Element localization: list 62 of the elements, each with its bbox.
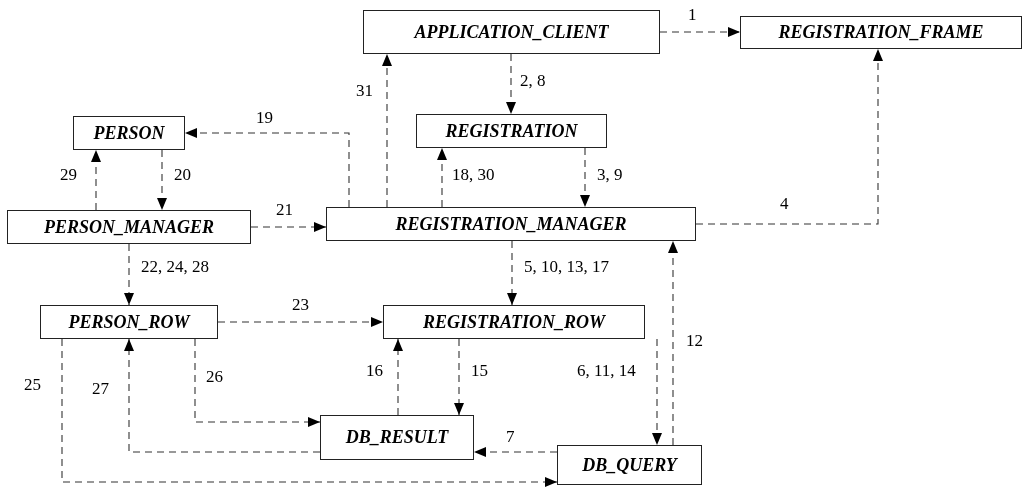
class-box [40, 305, 218, 339]
edge-label: 18, 30 [452, 166, 495, 184]
edge-label: 4 [780, 195, 789, 213]
dashed-arrow [473, 447, 558, 457]
edge-label: 2, 8 [520, 72, 546, 90]
edge-label: 26 [206, 368, 223, 386]
edge-label: 3, 9 [597, 166, 623, 184]
edge-label: 5, 10, 13, 17 [524, 258, 609, 276]
class-name: DB_QUERY [582, 454, 677, 476]
class-box [73, 116, 185, 150]
dashed-arrow [194, 338, 321, 427]
class-name: REGISTRATION_FRAME [778, 22, 984, 43]
class-name: REGISTRATION_ROW [422, 311, 606, 333]
dashed-arrow [124, 243, 134, 306]
dashed-arrow [652, 338, 662, 446]
edge-label: 20 [174, 166, 191, 184]
class-box [416, 114, 607, 148]
class-box [320, 415, 474, 460]
class-box [557, 445, 702, 485]
edge-label: 16 [366, 362, 383, 380]
edge-label: 29 [60, 166, 77, 184]
edge-label: 31 [356, 82, 373, 100]
class-name: REGISTRATION [445, 120, 578, 142]
dashed-arrow [580, 147, 590, 208]
class-name: PERSON_MANAGER [43, 216, 214, 238]
dashed-arrow [157, 149, 167, 211]
edge-label: 25 [24, 376, 41, 394]
dashed-arrow [124, 338, 321, 453]
dashed-arrow [91, 149, 101, 211]
dashed-arrow [506, 53, 516, 115]
edge-label: 1 [688, 6, 697, 24]
class-box [326, 207, 696, 241]
class-box [7, 210, 251, 244]
edge-label: 23 [292, 296, 309, 314]
dashed-arrow [382, 53, 392, 208]
edge-label: 7 [506, 428, 515, 446]
class-box [363, 10, 660, 54]
dashed-arrow [184, 128, 350, 208]
dashed-arrow [250, 222, 327, 232]
dashed-arrow [437, 147, 447, 208]
class-box [383, 305, 645, 339]
edge-label: 21 [276, 201, 293, 219]
dashed-arrow [393, 338, 403, 416]
edge-label: 27 [92, 380, 109, 398]
dashed-arrow [61, 338, 558, 487]
class-box [740, 16, 1022, 49]
class-name: PERSON [93, 122, 165, 144]
class-name: APPLICATION_CLIENT [414, 21, 609, 43]
dashed-arrow [217, 317, 384, 327]
class-name: REGISTRATION_MANAGER [395, 213, 627, 235]
dashed-arrow [454, 338, 464, 416]
class-name: DB_RESULT [345, 427, 449, 448]
edge-label: 19 [256, 109, 273, 127]
dashed-arrow [695, 48, 883, 225]
edge-label: 6, 11, 14 [577, 362, 636, 380]
dashed-arrow [659, 27, 741, 37]
edge-label: 15 [471, 362, 488, 380]
edge-label: 12 [686, 332, 703, 350]
edge-label: 22, 24, 28 [141, 258, 209, 276]
dashed-arrow [507, 240, 517, 306]
dashed-arrow [668, 240, 678, 446]
class-name: PERSON_ROW [68, 311, 190, 333]
